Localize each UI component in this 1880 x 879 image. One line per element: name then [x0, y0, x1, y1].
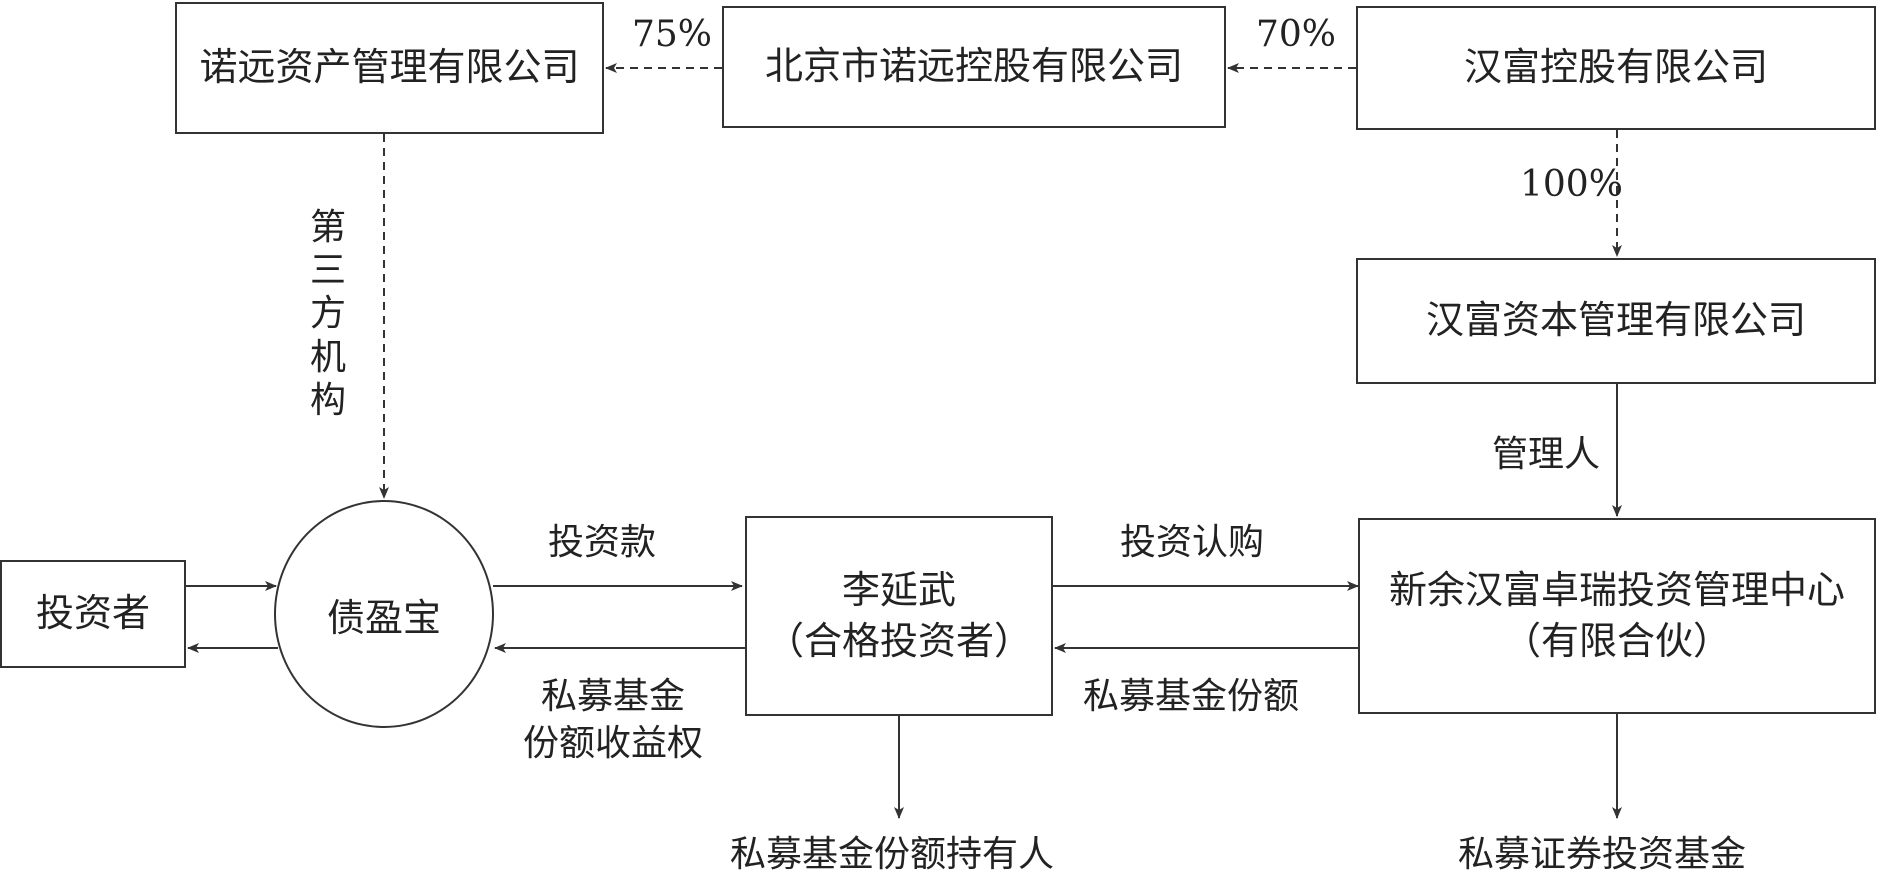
label-100-percent: 100% [1520, 164, 1623, 205]
node-zhaiyingbao-label: 债盈宝 [326, 595, 441, 640]
node-nuoyuan-asset-label: 诺远资产管理有限公司 [199, 45, 580, 90]
node-hanfu-capital-label: 汉富资本管理有限公司 [1425, 298, 1806, 343]
node-hanfu-holding-label: 汉富控股有限公司 [1463, 45, 1768, 90]
node-xinyu-line2: （有限合伙） [1502, 619, 1731, 663]
label-fund-share: 私募基金份额 [1083, 676, 1300, 717]
node-nuoyuan-asset: 诺远资产管理有限公司 [175, 2, 604, 134]
node-li-yanwu-line2: （合格投资者） [765, 619, 1032, 663]
node-beijing-nuoyuan-label: 北京市诺远控股有限公司 [764, 44, 1183, 89]
label-third-party: 第 三 方 机 构 [309, 207, 346, 421]
label-fund-share-income: 私募基金 份额收益权 [523, 676, 704, 764]
label-manager: 管理人 [1492, 434, 1601, 475]
label-75-percent: 75% [632, 14, 713, 55]
node-xinyu-line1: 新余汉富卓瑞投资管理中心 [1388, 567, 1845, 612]
node-hanfu-holding: 汉富控股有限公司 [1356, 6, 1876, 130]
node-zhaiyingbao: 债盈宝 [274, 500, 494, 728]
node-investor: 投资者 [0, 560, 186, 668]
node-li-yanwu: 李延武 （合格投资者） [745, 516, 1053, 716]
label-investment-funds: 投资款 [548, 522, 657, 563]
node-investor-label: 投资者 [35, 591, 150, 636]
label-fund-share-holder: 私募基金份额持有人 [730, 834, 1055, 875]
node-hanfu-capital: 汉富资本管理有限公司 [1356, 258, 1876, 384]
label-investment-subscription: 投资认购 [1120, 522, 1265, 563]
label-private-securities-fund: 私募证券投资基金 [1458, 834, 1747, 875]
node-li-yanwu-line1: 李延武 [841, 567, 956, 612]
node-beijing-nuoyuan: 北京市诺远控股有限公司 [722, 6, 1226, 128]
node-xinyu-hanfu: 新余汉富卓瑞投资管理中心 （有限合伙） [1358, 518, 1876, 714]
label-70-percent: 70% [1256, 14, 1337, 55]
